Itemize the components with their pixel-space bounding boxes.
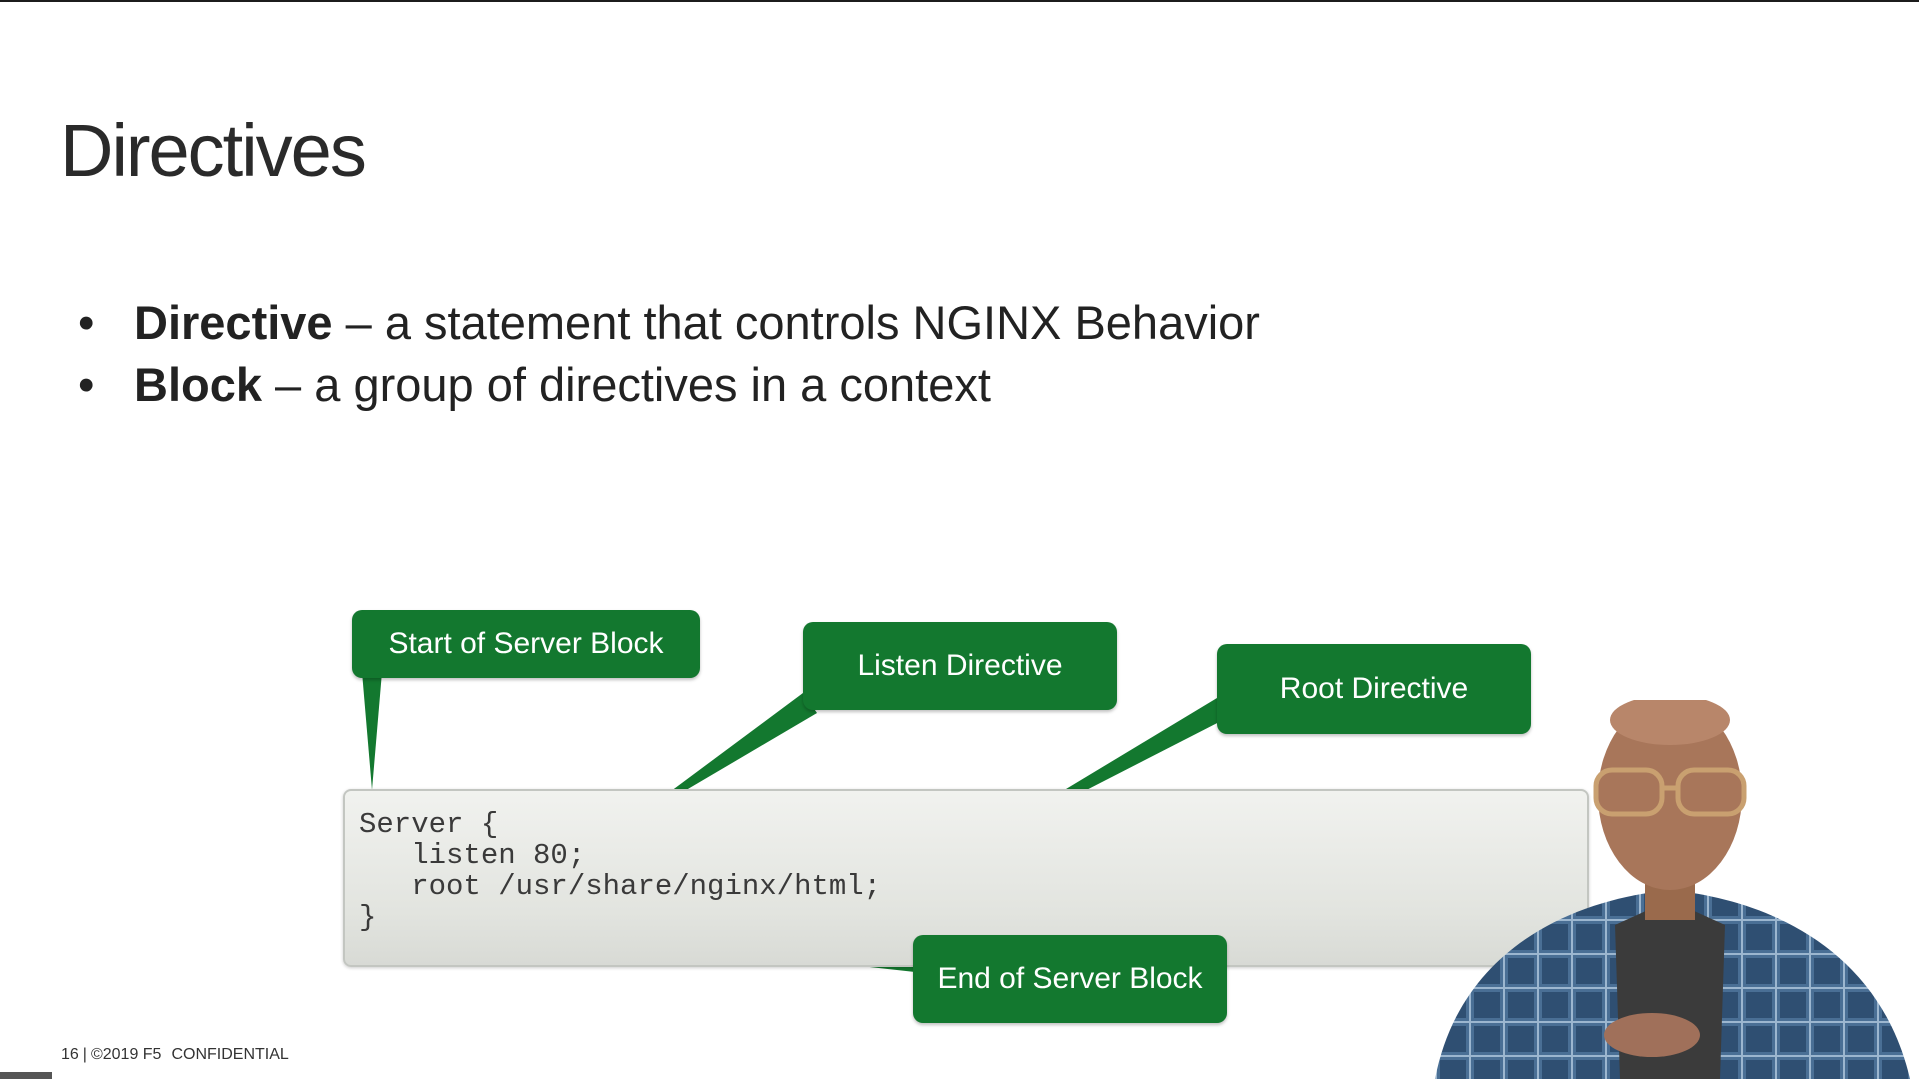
nginx-config-code: Server { listen 80; root /usr/share/ngin… — [359, 808, 882, 934]
person-video-icon — [1435, 700, 1910, 1079]
copyright: ©2019 F5 — [90, 1046, 162, 1063]
callout-root-directive: Root Directive — [1217, 644, 1531, 734]
bullet-list: • Directive – a statement that controls N… — [78, 292, 1260, 416]
slide-footer: 16|©2019 F5 CONFIDENTIAL — [61, 1046, 289, 1064]
callout-end-of-server-block: End of Server Block — [913, 935, 1227, 1023]
callout-start-of-server-block: Start of Server Block — [352, 610, 700, 678]
bullet-term: Block — [134, 358, 262, 411]
page-number: 16 — [61, 1046, 79, 1063]
confidential-label: CONFIDENTIAL — [171, 1046, 289, 1063]
top-border — [0, 0, 1919, 2]
callout-listen-directive: Listen Directive — [803, 622, 1117, 710]
slide-title: Directives — [60, 109, 367, 192]
footer-separator: | — [82, 1046, 87, 1063]
bullet-icon: • — [78, 296, 95, 349]
bullet-icon: • — [78, 358, 95, 411]
bullet-term: Directive — [134, 296, 333, 349]
corner-tab — [0, 1072, 52, 1079]
presenter-video — [1420, 700, 1919, 1079]
bullet-text: – a group of directives in a context — [262, 358, 991, 411]
bullet-item-directive: • Directive – a statement that controls N… — [78, 292, 1260, 354]
leader-start — [362, 672, 382, 790]
bullet-item-block: • Block – a group of directives in a cont… — [78, 354, 1260, 416]
bullet-text: – a statement that controls NGINX Behavi… — [332, 296, 1260, 349]
